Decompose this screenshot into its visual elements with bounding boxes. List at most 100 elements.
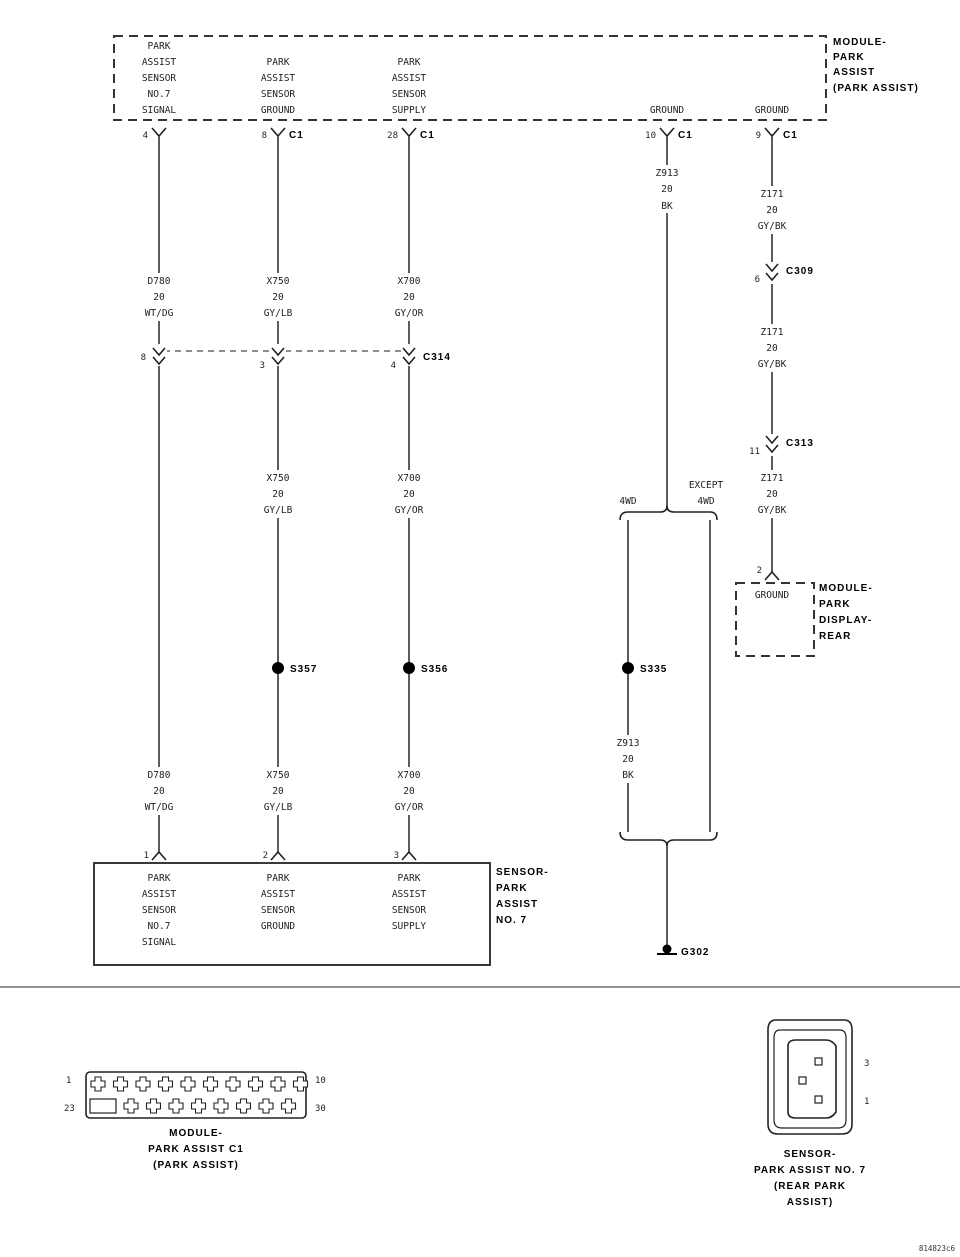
svg-text:C1: C1 — [420, 130, 435, 141]
svg-text:4WD: 4WD — [619, 496, 636, 507]
svg-text:WT/DG: WT/DG — [145, 802, 174, 813]
svg-text:PARK: PARK — [267, 873, 290, 884]
svg-text:1: 1 — [66, 1076, 71, 1086]
svg-text:BK: BK — [622, 770, 634, 781]
svg-text:GROUND: GROUND — [261, 105, 296, 116]
module-pin-10: 10 C1 — [645, 127, 693, 141]
svg-text:ASSIST: ASSIST — [142, 57, 177, 68]
svg-text:ASSIST: ASSIST — [142, 889, 177, 900]
module-pin-4: 4 — [143, 127, 167, 141]
c1-cavity — [213, 1098, 229, 1114]
svg-text:X750: X750 — [267, 473, 290, 484]
svg-text:SENSOR: SENSOR — [261, 89, 296, 100]
svg-text:8: 8 — [141, 353, 146, 363]
svg-text:C313: C313 — [786, 438, 814, 449]
svg-text:PARK: PARK — [267, 57, 290, 68]
svg-text:GY/LB: GY/LB — [264, 505, 293, 516]
svg-text:ASSIST: ASSIST — [392, 73, 427, 84]
sensor-box — [93, 862, 491, 966]
svg-text:C1: C1 — [289, 130, 304, 141]
module-terminal-sensor-ground: PARK ASSIST SENSOR GROUND — [261, 57, 296, 116]
svg-text:SENSOR: SENSOR — [142, 905, 177, 916]
svg-text:(REAR PARK: (REAR PARK — [774, 1181, 846, 1192]
c1-cavity — [135, 1076, 151, 1092]
svg-text:ASSIST: ASSIST — [496, 899, 538, 910]
svg-text:ASSIST: ASSIST — [833, 67, 875, 78]
c1-cavity — [190, 1098, 207, 1114]
sensor-connector-face: 3 1 — [767, 1019, 869, 1135]
svg-text:PARK ASSIST NO. 7: PARK ASSIST NO. 7 — [754, 1165, 866, 1176]
c1-cavity — [112, 1076, 129, 1092]
wire-label-x700-upper: X700 20 GY/OR — [387, 273, 431, 321]
svg-text:ASSIST: ASSIST — [392, 889, 427, 900]
svg-text:GY/BK: GY/BK — [758, 359, 787, 370]
svg-text:20: 20 — [766, 343, 778, 354]
c1-cavity — [90, 1076, 106, 1092]
wire-label-x750-lower: X750 20 GY/LB — [256, 767, 300, 815]
splice-s357: S357 — [272, 662, 316, 675]
svg-text:20: 20 — [766, 489, 778, 500]
park-display-module-title: MODULE- PARK DISPLAY- REAR — [819, 583, 873, 642]
svg-text:PARK: PARK — [398, 873, 421, 884]
module-pin-9: 9 C1 — [756, 127, 798, 141]
svg-text:3: 3 — [260, 361, 265, 371]
svg-text:10: 10 — [645, 131, 656, 141]
svg-text:GY/OR: GY/OR — [395, 308, 424, 319]
svg-text:Z913: Z913 — [656, 168, 679, 179]
svg-text:PARK: PARK — [398, 57, 421, 68]
svg-text:6: 6 — [755, 275, 760, 285]
c1-cavity — [292, 1076, 309, 1092]
svg-text:Z171: Z171 — [761, 327, 784, 338]
svg-text:20: 20 — [403, 786, 415, 797]
c1-cavity — [225, 1076, 241, 1092]
module-terminal-signal: PARK ASSIST SENSOR NO.7 SIGNAL — [142, 41, 177, 116]
display-module-pin-2: 2 — [757, 566, 780, 581]
branch-4wd: 4WD EXCEPT 4WD — [619, 480, 723, 946]
svg-text:20: 20 — [403, 489, 415, 500]
svg-text:GY/OR: GY/OR — [395, 802, 424, 813]
svg-text:20: 20 — [272, 292, 284, 303]
splice-s335: S335 — [622, 662, 666, 675]
park-assist-module-box — [113, 35, 827, 121]
svg-text:SENSOR: SENSOR — [261, 905, 296, 916]
c1-cavity — [202, 1076, 219, 1092]
svg-text:4: 4 — [391, 361, 396, 371]
svg-text:SENSOR: SENSOR — [142, 73, 177, 84]
svg-text:C314: C314 — [423, 352, 451, 363]
svg-text:PARK: PARK — [819, 599, 851, 610]
connector-c309: 6 C309 — [755, 262, 814, 285]
wire-label-z913-upper: Z913 20 BK — [647, 165, 687, 213]
c1-cavity — [280, 1098, 297, 1114]
svg-text:MODULE-: MODULE- — [169, 1128, 223, 1139]
svg-text:2: 2 — [757, 566, 762, 576]
module-terminal-ground-10: GROUND — [650, 105, 685, 116]
svg-text:30: 30 — [315, 1104, 326, 1114]
c1-cavity — [258, 1098, 274, 1114]
svg-text:C1: C1 — [678, 130, 693, 141]
svg-text:SENSOR-: SENSOR- — [496, 867, 549, 878]
c1-cavity — [270, 1076, 286, 1092]
svg-text:SUPPLY: SUPPLY — [392, 921, 427, 932]
svg-text:SIGNAL: SIGNAL — [142, 105, 177, 116]
svg-text:4: 4 — [143, 131, 148, 141]
wire-label-z913-lower: Z913 20 BK — [608, 735, 648, 783]
sensor-terminal-supply: PARK ASSIST SENSOR SUPPLY — [392, 873, 427, 932]
c1-cavity — [247, 1076, 264, 1092]
svg-text:C309: C309 — [786, 266, 814, 277]
c1-cavity — [180, 1076, 196, 1092]
svg-text:9: 9 — [756, 131, 761, 141]
wire-label-d780-upper: D780 20 WT/DG — [136, 273, 182, 321]
wire-label-z171-b: Z171 20 GY/BK — [752, 324, 792, 372]
svg-text:11: 11 — [749, 447, 760, 457]
splice-s356: S356 — [403, 662, 447, 675]
svg-text:MODULE-: MODULE- — [819, 583, 873, 594]
svg-text:GY/LB: GY/LB — [264, 802, 293, 813]
svg-text:10: 10 — [315, 1076, 326, 1086]
svg-text:C1: C1 — [783, 130, 798, 141]
wire-label-d780-lower: D780 20 WT/DG — [136, 767, 182, 815]
module-pin-28: 28 C1 — [387, 127, 435, 141]
svg-text:X750: X750 — [267, 770, 290, 781]
svg-text:20: 20 — [661, 184, 673, 195]
display-module-terminal-ground: GROUND — [755, 590, 790, 601]
svg-text:X700: X700 — [398, 276, 421, 287]
